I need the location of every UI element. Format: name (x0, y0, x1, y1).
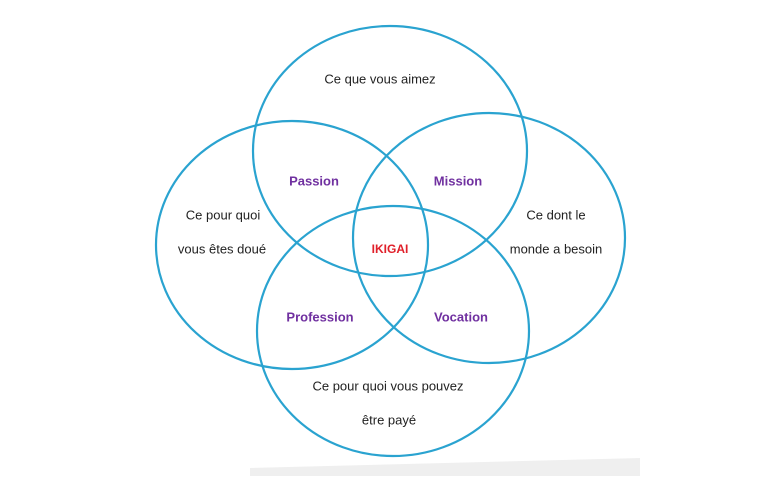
circle-love (251, 24, 529, 278)
circle-world-needs (351, 111, 627, 365)
label-paid-for-line2: être payé (361, 412, 417, 428)
circle-paid-for (255, 204, 531, 458)
label-profession: Profession (286, 309, 354, 325)
bottom-shadow (250, 458, 640, 476)
label-mission: Mission (433, 173, 483, 189)
label-love: Ce que vous aimez (324, 71, 436, 87)
label-paid-for-line1: Ce pour quoi vous pouvez (312, 378, 464, 394)
circle-good-at (154, 119, 430, 371)
label-good-at-line2: vous êtes doué (177, 241, 267, 257)
label-good-at-line1: Ce pour quoi (185, 207, 261, 223)
label-vocation: Vocation (434, 309, 488, 325)
label-passion: Passion (289, 173, 339, 189)
label-world-needs-line1: Ce dont le (526, 207, 586, 223)
label-world-needs-line2: monde a besoin (509, 241, 603, 257)
label-ikigai: IKIGAI (371, 242, 409, 256)
